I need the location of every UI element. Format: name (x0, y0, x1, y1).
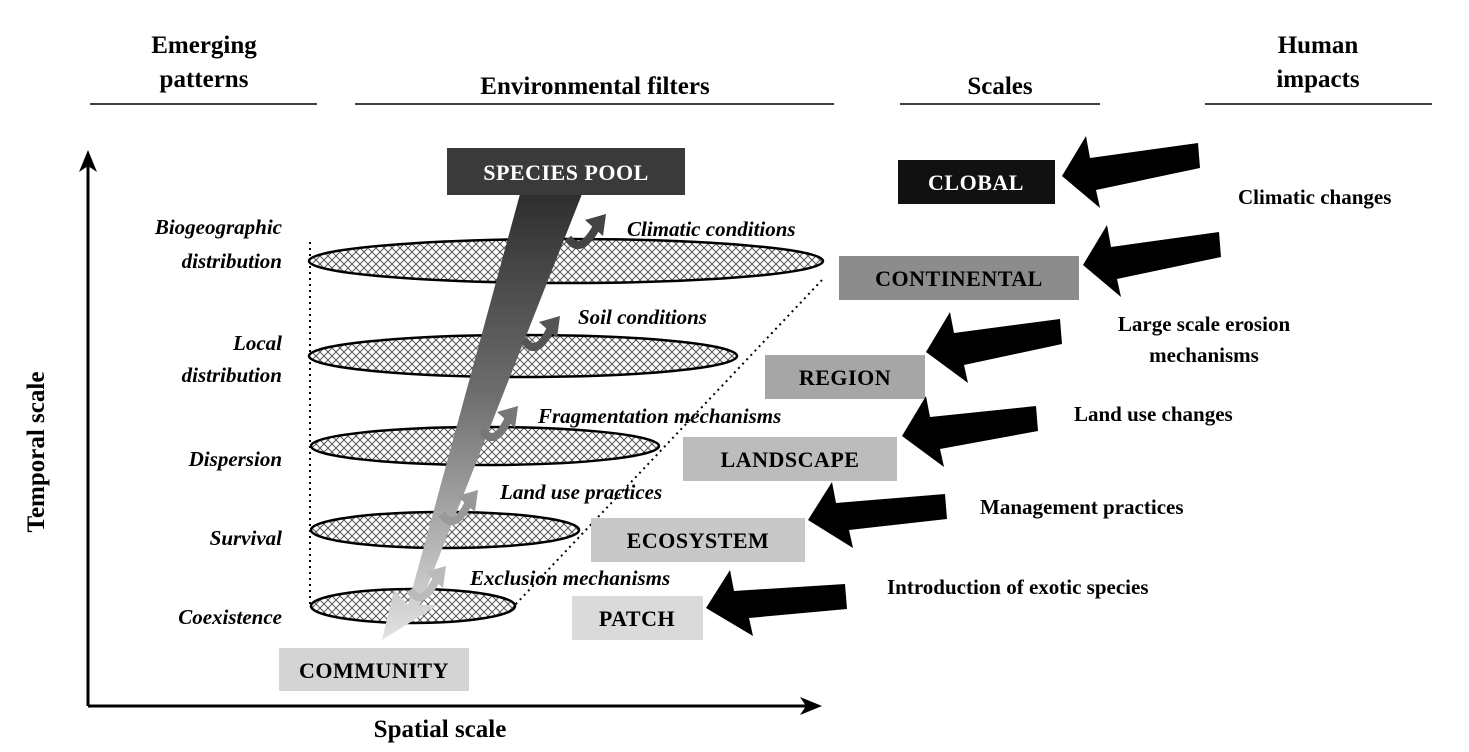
species-pool-bg (447, 148, 685, 195)
scale-label: REGION (799, 365, 891, 390)
impact-arrow-icon (902, 396, 1038, 467)
cone-outline (309, 242, 823, 607)
environmental-filters: Climatic conditions Soil conditions Frag… (469, 217, 796, 590)
pattern-label: Coexistence (178, 605, 282, 629)
impact-arrows (706, 136, 1221, 636)
header-filters: Environmental filters (480, 73, 710, 100)
header-environmental-filters: Environmental filters (355, 73, 834, 105)
pattern-label: Biogeographic (154, 215, 283, 239)
impact-arrow-icon (706, 570, 847, 636)
scale-region: REGION (765, 355, 925, 399)
curl-arrow-icon (520, 316, 560, 351)
scale-box-bg (591, 518, 805, 562)
filter-label: Fragmentation mechanisms (537, 404, 781, 428)
impact-arrow-icon (1083, 225, 1221, 297)
impact-arrow-icon (808, 482, 947, 548)
scale-box-bg (572, 596, 703, 640)
scale-label: LANDSCAPE (721, 447, 860, 472)
header-scales: Scales (900, 73, 1100, 105)
curl-arrow-icon (478, 406, 518, 441)
pattern-label: Local (232, 331, 282, 355)
level-ellipse (307, 237, 825, 285)
impact-arrow-icon (926, 312, 1062, 383)
impact-arrow-icon (1062, 136, 1200, 208)
funnel-arrow (382, 194, 582, 640)
header-emerging-patterns: Emerging patterns (90, 32, 317, 105)
impact-label: Management practices (980, 495, 1184, 519)
pattern-label: Dispersion (188, 447, 282, 471)
scale-patch: PATCH (572, 596, 703, 640)
filter-levels (307, 237, 825, 625)
filter-label: Soil conditions (578, 305, 707, 329)
scale-label: ECOSYSTEM (627, 528, 770, 553)
human-impacts: Climatic changes Large scale erosion mec… (887, 185, 1391, 599)
scale-label: CONTINENTAL (875, 266, 1043, 291)
scale-boxes: CLOBAL CONTINENTAL REGION LANDSCAPE ECOS… (572, 160, 1079, 640)
community-box: COMMUNITY (279, 648, 469, 691)
pattern-label: distribution (182, 363, 282, 387)
x-axis-label: Spatial scale (374, 716, 507, 743)
header-emerging-line1: Emerging (151, 32, 257, 59)
y-axis-arrowhead (79, 150, 97, 172)
filter-label: Land use practices (499, 480, 662, 504)
filter-label: Exclusion mechanisms (469, 566, 670, 590)
header-impacts-line2: impacts (1276, 66, 1360, 93)
emerging-patterns: Biogeographic distribution Local distrib… (154, 215, 283, 629)
filter-label: Climatic conditions (627, 217, 796, 241)
header-scales-text: Scales (967, 73, 1033, 100)
scale-box-bg (683, 437, 897, 481)
scale-continental: CONTINENTAL (839, 256, 1079, 300)
scale-box-bg (898, 160, 1055, 204)
species-pool-box: SPECIES POOL (447, 148, 685, 195)
species-pool-label: SPECIES POOL (483, 160, 649, 185)
x-axis-arrowhead (800, 697, 822, 715)
header-emerging-line2: patterns (160, 66, 249, 93)
curl-arrow-icon (406, 566, 446, 601)
scale-global: CLOBAL (898, 160, 1055, 204)
curl-arrows (406, 214, 606, 601)
scale-label: CLOBAL (928, 170, 1024, 195)
scale-label: PATCH (599, 606, 675, 631)
community-label: COMMUNITY (299, 658, 449, 683)
y-axis-label: Temporal scale (23, 372, 50, 533)
header-human-impacts: Human impacts (1205, 32, 1432, 105)
scale-box-bg (839, 256, 1079, 300)
pattern-label: Survival (210, 526, 283, 550)
axes: Temporal scale Spatial scale (23, 150, 822, 743)
impact-label: Land use changes (1074, 402, 1233, 426)
funnel-shape (382, 194, 582, 640)
impact-label: Climatic changes (1238, 185, 1391, 209)
curl-arrow-icon (564, 214, 606, 249)
pattern-label: distribution (182, 249, 282, 273)
scale-ecosystem: ECOSYSTEM (591, 518, 805, 562)
scale-landscape: LANDSCAPE (683, 437, 897, 481)
community-bg (279, 648, 469, 691)
header-impacts-line1: Human (1278, 32, 1359, 59)
curl-arrow-icon (438, 490, 478, 525)
impact-label: mechanisms (1149, 343, 1259, 367)
impact-label: Introduction of exotic species (887, 575, 1149, 599)
scale-box-bg (765, 355, 925, 399)
impact-label: Large scale erosion (1118, 312, 1291, 336)
cone-right-edge (513, 279, 823, 607)
